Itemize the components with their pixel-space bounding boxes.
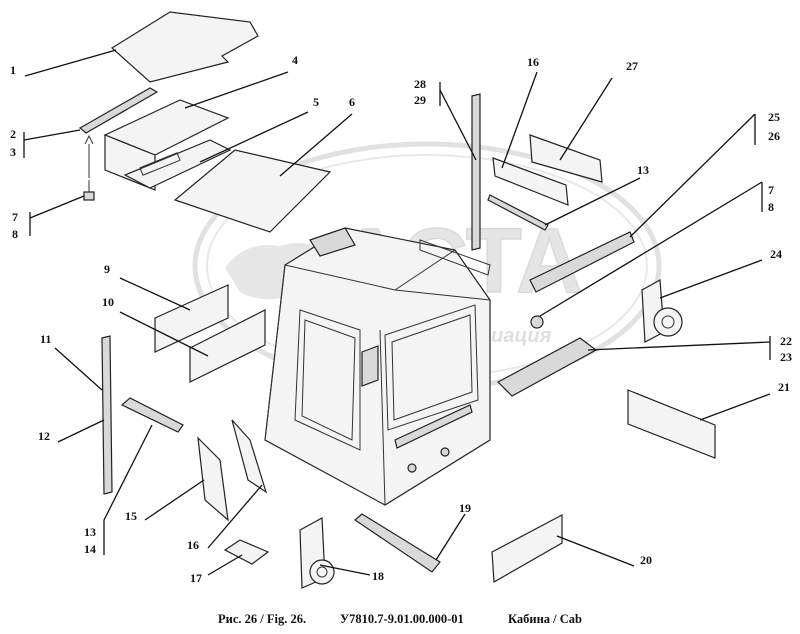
part-15-panel <box>197 436 229 522</box>
part-27-sheet <box>529 134 603 183</box>
callout-29: 29 <box>414 93 426 107</box>
callout-10: 10 <box>102 295 114 309</box>
callout-23: 23 <box>780 350 792 364</box>
part-17-plate <box>223 539 270 565</box>
callout-13b: 13 <box>637 163 649 177</box>
part-13-14-bracket <box>120 397 184 433</box>
callout-27: 27 <box>626 59 638 73</box>
part-4-slot <box>139 152 181 176</box>
callout-25: 25 <box>768 110 780 124</box>
callout-11: 11 <box>40 332 51 346</box>
callout-18: 18 <box>372 569 384 583</box>
caption-drawing-code: У7810.7-9.01.00.000-01 <box>340 612 464 626</box>
callout-17: 17 <box>190 571 202 585</box>
part-19-bar <box>354 513 441 573</box>
part-4-console <box>123 139 232 189</box>
caption-title: Кабина / Cab <box>508 612 583 626</box>
callout-2: 2 <box>10 127 16 141</box>
part-7-8-nut <box>530 315 544 329</box>
callout-8b: 8 <box>768 200 774 214</box>
callout-3: 3 <box>10 145 16 159</box>
callout-1: 1 <box>10 63 16 77</box>
part-1-roof-sheet <box>111 11 259 83</box>
callout-4: 4 <box>292 53 298 67</box>
part-24-wheel-bracket <box>641 279 683 343</box>
callout-19: 19 <box>459 501 471 515</box>
callout-13a: 13 <box>84 525 96 539</box>
part-9-window <box>154 284 229 353</box>
callout-20: 20 <box>640 553 652 567</box>
callout-8a: 8 <box>12 227 18 241</box>
part-13-strip <box>487 194 549 231</box>
callouts: 1 2 3 4 5 6 7 8 9 10 11 12 13 14 15 16 1… <box>10 53 792 585</box>
cab-body <box>264 227 491 506</box>
part-18-mirror <box>299 517 335 589</box>
part-7-8-bolt <box>83 134 95 201</box>
callout-5: 5 <box>313 95 319 109</box>
leader-lines <box>23 49 771 576</box>
part-2-strip <box>78 87 159 134</box>
callout-14: 14 <box>84 542 96 556</box>
part-5-6-plate <box>173 149 332 233</box>
callout-21: 21 <box>778 380 790 394</box>
callout-24: 24 <box>770 247 782 261</box>
callout-26: 26 <box>768 129 780 143</box>
callout-12: 12 <box>38 429 50 443</box>
callout-7a: 7 <box>12 210 18 224</box>
part-28-29-pillar <box>471 93 481 251</box>
callout-6: 6 <box>349 95 355 109</box>
figure-caption: Рис. 26 / Fig. 26. У7810.7-9.01.00.000-0… <box>0 612 800 630</box>
callout-7b: 7 <box>768 183 774 197</box>
callout-16b: 16 <box>527 55 539 69</box>
caption-figure-number: Рис. 26 / Fig. 26. <box>218 612 307 626</box>
part-20-sheet <box>491 514 563 583</box>
part-11-12-seal <box>101 335 113 495</box>
part-21-sheet <box>627 389 716 459</box>
part-10-window <box>189 309 266 383</box>
callout-9: 9 <box>104 262 110 276</box>
part-16-pane <box>492 157 569 206</box>
callout-28: 28 <box>414 77 426 91</box>
part-25-26-strip <box>529 231 635 293</box>
callout-16a: 16 <box>187 538 199 552</box>
callout-15: 15 <box>125 509 137 523</box>
callout-22: 22 <box>780 334 792 348</box>
part-16-panel <box>231 419 268 494</box>
